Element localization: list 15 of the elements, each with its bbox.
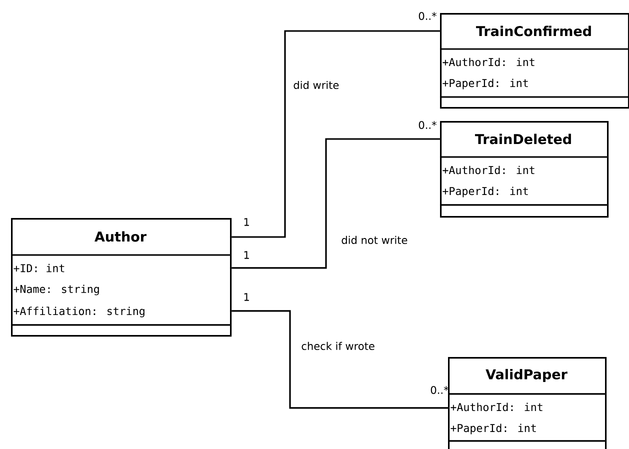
multiplicity-label: 1 [244, 251, 249, 259]
class-box: ValidPaper +AuthorId: int +PaperId: int [448, 356, 607, 449]
class-box: TrainDeleted +AuthorId: int +PaperId: int [440, 121, 609, 218]
multiplicity-label: 1 [244, 293, 249, 301]
class-box: Author +ID: int +Name: string +Affiliation: string [11, 218, 232, 337]
multiplicity-label: 0..* [418, 121, 436, 129]
edge-label: did not write [342, 236, 408, 244]
multiplicity-label: 0..* [418, 12, 436, 20]
connector [232, 138, 440, 269]
connector [232, 310, 448, 409]
class-box: TrainConfirmed +AuthorId: int +PaperId: int [440, 13, 629, 109]
edge-label: check if wrote [302, 342, 374, 350]
multiplicity-label: 1 [244, 218, 249, 226]
connector [232, 30, 440, 238]
edge-label: did write [294, 80, 339, 90]
